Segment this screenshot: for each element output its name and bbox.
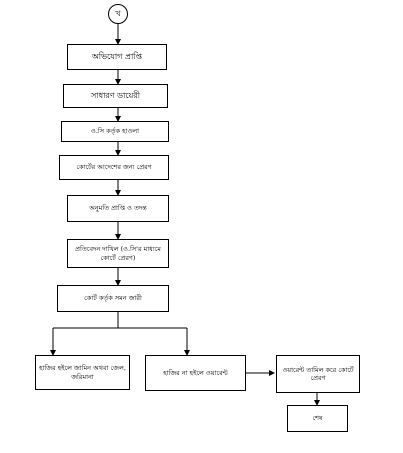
node-permission-investigation: অনুমতি প্রাপ্তি ও তদন্ত [67,195,169,222]
node-report-submission: প্রতিবেদন দাখিল (ও.সি'র মাধ্যমে কোর্টে প… [67,239,169,268]
node-absent-warrant: হাজির না হইলে ওয়ারেন্ট [145,355,246,391]
node-warrant-execution: ওয়ারেন্ট তামিল করে কোর্টে প্রেরণ [276,355,360,393]
start-node: খ [108,4,128,24]
start-node-label: খ [115,8,121,18]
node-oc-assignment: ও.সি কর্তৃক হাওলা [61,121,169,142]
node-label: প্রতিবেদন দাখিল (ও.সি'র মাধ্যমে কোর্টে প… [75,245,161,262]
node-label: শেষ [312,414,323,423]
node-label: কোর্টের আদেশের জন্য প্রেরণ [76,163,152,172]
node-label: হাজির না হইলে ওয়ারেন্ট [163,368,228,377]
node-label: অভিযোগ প্রাপ্তি [91,52,143,61]
node-general-diary: সাধারণ ডায়েরী [63,84,168,108]
node-end: শেষ [287,405,348,432]
node-label: ওয়ারেন্ট তামিল করে কোর্টে প্রেরণ [282,365,354,382]
node-label: ও.সি কর্তৃক হাওলা [91,127,139,136]
node-label: কোর্ট কর্তৃক সমন জারী [84,294,142,303]
node-complaint-received: অভিযোগ প্রাপ্তি [67,44,167,70]
node-court-summons: কোর্ট কর্তৃক সমন জারী [57,285,169,312]
node-sent-for-court-order: কোর্টের আদেশের জন্য প্রেরণ [59,155,169,180]
node-present-bail-or-jail: হাজির হইলে জামিন অথবা জেল, জরিমানা [35,355,130,390]
node-label: অনুমতি প্রাপ্তি ও তদন্ত [89,204,147,213]
node-label: হাজির হইলে জামিন অথবা জেল, জরিমানা [39,364,126,381]
node-label: সাধারণ ডায়েরী [90,91,140,100]
